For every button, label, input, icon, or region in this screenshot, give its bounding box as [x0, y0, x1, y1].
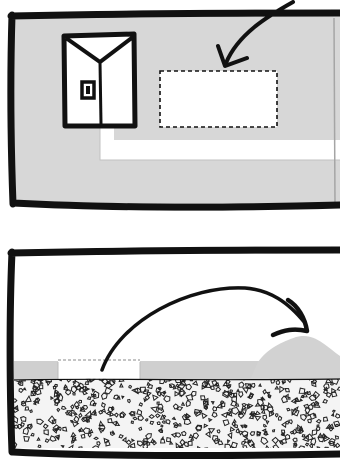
dashed-placeholder [160, 71, 277, 127]
gravel-ground [11, 375, 340, 452]
shelf [14, 361, 60, 380]
top-panel [11, 2, 340, 207]
panel-edge [334, 18, 335, 206]
dashed-placeholder [58, 360, 140, 380]
envelope-icon [64, 34, 135, 126]
bottom-panel [10, 250, 340, 456]
ground-line [14, 379, 340, 380]
